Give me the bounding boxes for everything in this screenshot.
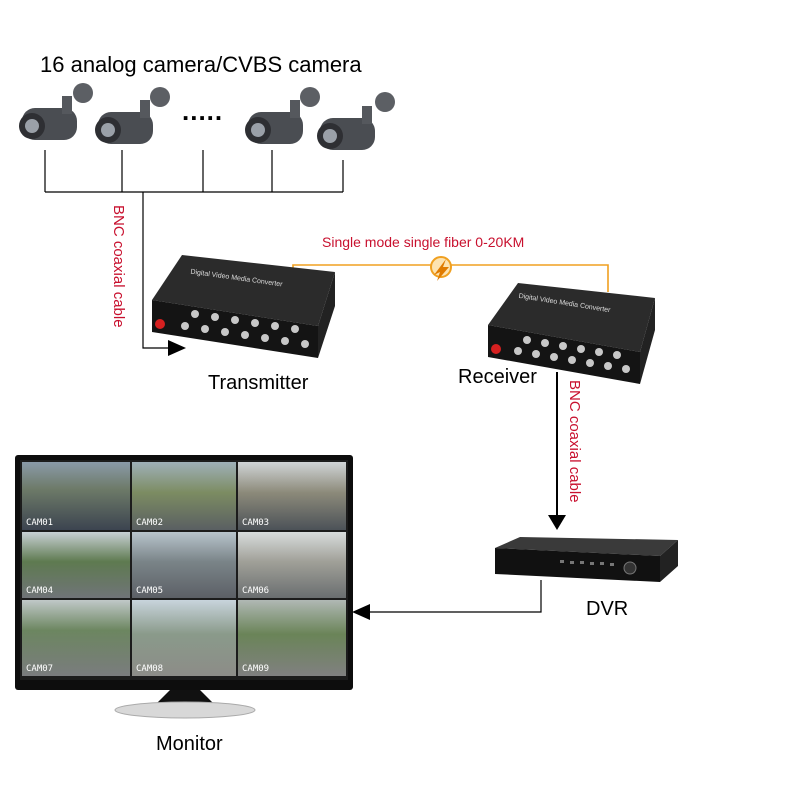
fiber-link-icon: [430, 256, 452, 281]
camera-icon: [245, 87, 320, 144]
camera-tile-caption: CAM01: [26, 518, 54, 528]
camera-tile: CAM08: [132, 600, 236, 676]
camera-tile-caption: CAM06: [242, 586, 270, 596]
fiber-label: Single mode single fiber 0-20KM: [322, 234, 525, 250]
arrow-to-transmitter-icon: [168, 340, 186, 356]
diagram-title: 16 analog camera/CVBS camera: [40, 52, 362, 77]
camera-tile: CAM06: [238, 532, 346, 598]
dvr-device-icon: [495, 537, 678, 582]
transmitter-device-icon: [152, 255, 335, 358]
camera-tile-caption: CAM09: [242, 664, 270, 674]
camera-tile-caption: CAM02: [136, 518, 164, 528]
camera-tile: CAM05: [132, 532, 236, 598]
camera-tile: CAM04: [22, 532, 130, 598]
receiver-label: Receiver: [458, 366, 537, 388]
bnc-cable-label-right: BNC coaxial cable: [566, 380, 583, 503]
transmitter-label: Transmitter: [208, 372, 309, 394]
camera-tile: CAM02: [132, 462, 236, 530]
camera-to-transmitter-line: [142, 192, 170, 349]
bnc-cable-label-left: BNC coaxial cable: [110, 205, 127, 328]
arrow-to-dvr-icon: [548, 515, 566, 530]
camera-tile-caption: CAM05: [136, 586, 164, 596]
camera-tile-caption: CAM04: [26, 586, 54, 596]
dvr-label: DVR: [586, 598, 629, 620]
camera-tile: CAM07: [22, 600, 130, 676]
camera-icon: [317, 92, 395, 150]
camera-tile-caption: CAM08: [136, 664, 164, 674]
camera-tile: CAM09: [238, 600, 346, 676]
camera-icon: [95, 87, 170, 144]
camera-tile: CAM01: [22, 462, 130, 530]
dvr-to-monitor-line: [368, 580, 542, 613]
camera-ellipsis: .....: [182, 96, 224, 126]
receiver-device-icon: [488, 283, 655, 384]
camera-tile: CAM03: [238, 462, 346, 530]
camera-tile-caption: CAM07: [26, 664, 54, 674]
camera-icon: [19, 83, 93, 140]
camera-tile-caption: CAM03: [242, 518, 270, 528]
monitor-label: Monitor: [156, 733, 223, 755]
arrow-to-monitor-icon: [352, 604, 370, 620]
